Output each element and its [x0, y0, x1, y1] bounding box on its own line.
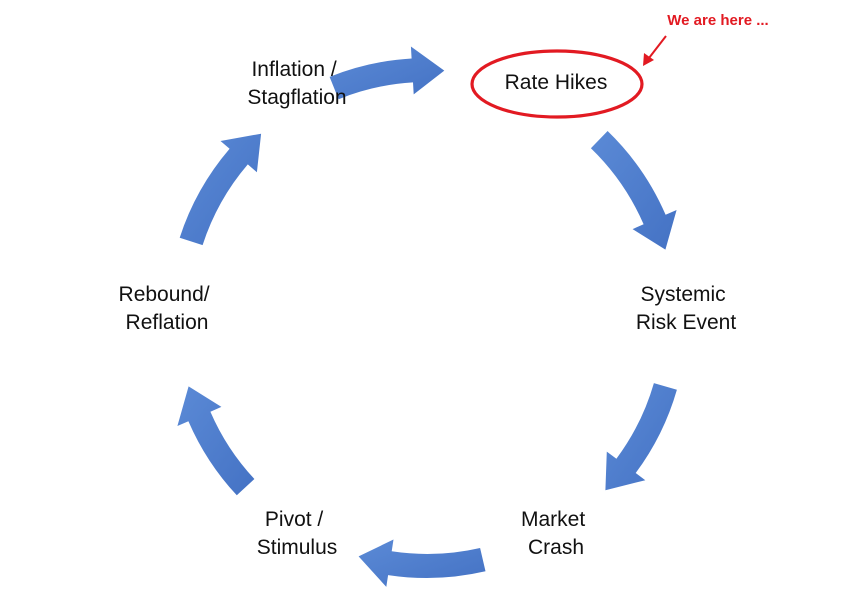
- node-rate-hikes: Rate Hikes: [505, 71, 608, 94]
- arrow-inflation-to-rate-hikes: [329, 46, 445, 100]
- node-label-line: Pivot /: [265, 508, 324, 531]
- cycle-arrows: [177, 46, 677, 587]
- node-label-line: Rate Hikes: [505, 71, 608, 94]
- arrow-pivot-to-rebound: [177, 386, 255, 496]
- node-label-line: Systemic: [640, 283, 725, 306]
- node-label-line: Market: [521, 508, 585, 531]
- node-label-line: Reflation: [126, 311, 209, 334]
- node-label-line: Crash: [528, 536, 584, 559]
- node-label-line: Rebound/: [119, 283, 210, 306]
- arrow-systemic-risk-to-market-crash: [605, 383, 677, 491]
- node-pivot-stimulus: Pivot / Stimulus: [257, 508, 338, 559]
- you-are-here-annotation: We are here ...: [643, 12, 769, 66]
- arrow-market-crash-to-pivot: [358, 539, 486, 587]
- annotation-text: We are here ...: [667, 12, 768, 29]
- node-label-line: Stagflation: [247, 86, 346, 109]
- node-systemic-risk-event: Systemic Risk Event: [636, 283, 737, 334]
- node-label-line: Risk Event: [636, 311, 737, 334]
- annotation-pointer-arrowhead-icon: [643, 53, 654, 66]
- current-stage-highlight-ring: [470, 49, 644, 119]
- node-label-line: Inflation /: [251, 58, 336, 81]
- arrow-rate-hikes-to-systemic-risk: [590, 131, 677, 250]
- node-label-line: Stimulus: [257, 536, 338, 559]
- node-rebound-reflation: Rebound/ Reflation: [119, 283, 216, 334]
- node-market-crash: Market Crash: [521, 508, 591, 559]
- node-inflation-stagflation: Inflation / Stagflation: [247, 58, 346, 109]
- cycle-labels: Rate Hikes Systemic Risk Event Market Cr…: [119, 58, 737, 559]
- arrow-rebound-to-inflation: [179, 133, 262, 246]
- annotation-pointer-line: [648, 35, 667, 59]
